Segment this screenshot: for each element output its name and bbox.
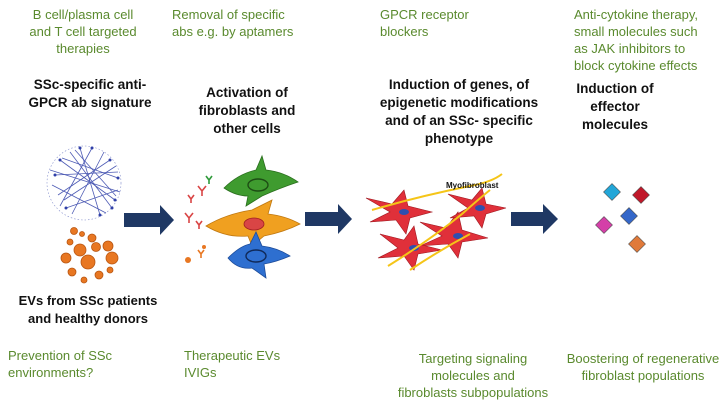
collagen-fibers [371,173,503,271]
therapy-top-3: GPCR receptor blockers [380,7,469,39]
myofibroblast-cluster [365,187,507,271]
stage-bottom-1: EVs from SSc patients and healthy donors [18,293,158,326]
arrow-3 [511,204,558,234]
therapy-bottom-1: Prevention of SSc environments? [8,348,113,380]
stage-title-2: Activation of fibroblasts and other cell… [198,85,296,136]
myofibroblast-label: Myofibroblast [446,181,499,190]
therapy-bottom-3: Targeting signaling molecules and fibrob… [397,351,549,400]
antibodies [184,175,213,263]
therapy-bottom-4: Boostering of regenerative fibroblast po… [566,351,720,383]
fibroblast-blue [227,231,291,279]
therapy-top-1: B cell/plasma cell and T cell targeted t… [29,7,137,56]
stage-title-3: Induction of genes, of epigenetic modifi… [379,77,539,146]
arrow-1 [124,205,174,235]
extracellular-vesicles [60,227,119,284]
fibroblast-green [223,154,299,207]
antibody-network-graph [46,145,122,221]
fibroblast-orange [205,199,301,247]
effector-molecules [595,183,650,253]
therapy-top-2: Removal of specific abs e.g. by aptamers [172,7,294,39]
therapy-bottom-2: Therapeutic EVs IVIGs [184,348,281,380]
arrow-2 [305,204,352,234]
therapy-top-4: Anti-cytokine therapy, small molecules s… [574,7,699,73]
stage-title-1: SSc-specific anti- GPCR ab signature [28,77,152,110]
myofibroblast-nuclei [399,205,485,251]
stage-title-4: Induction of effector molecules [576,81,654,132]
